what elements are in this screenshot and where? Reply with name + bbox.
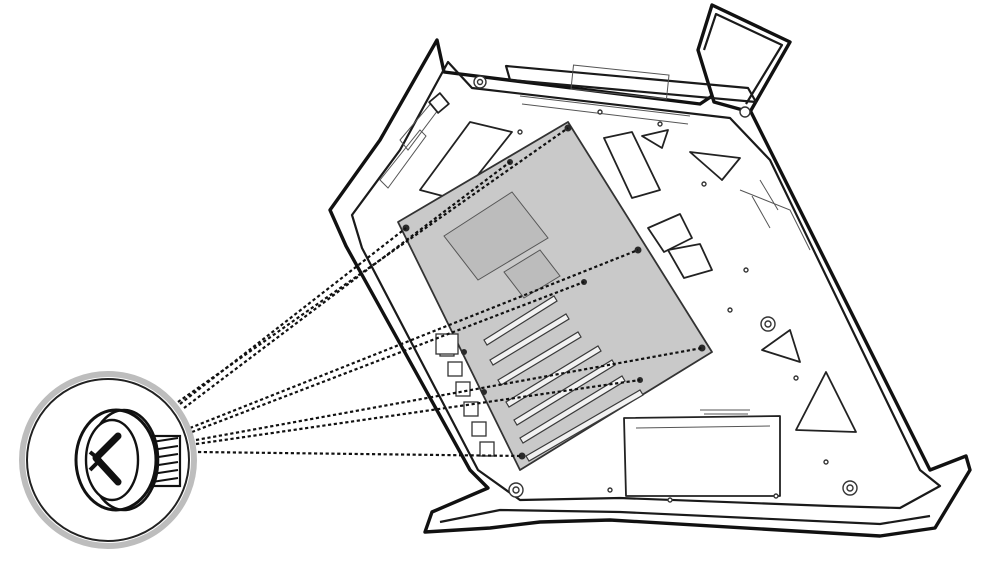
top-fan-bracket: [504, 64, 758, 125]
standoff-screw-icon: [74, 408, 182, 512]
cutout-upper: [603, 131, 661, 199]
cutout-cable-slot: [667, 243, 713, 279]
tray-cutouts: [419, 121, 857, 433]
cutout-cable-box: [647, 213, 693, 253]
handle-inner-line: [702, 12, 784, 105]
chassis-holes: [473, 75, 858, 503]
cpu-socket: [443, 191, 549, 281]
chipset: [503, 249, 561, 299]
left-side-vents: [379, 92, 450, 189]
cutout-lower-right: [795, 371, 857, 433]
leader-lines: [177, 127, 703, 458]
cutout-middle-right: [761, 329, 801, 363]
expansion-slots: [483, 295, 644, 462]
cutout-triangle-2: [689, 151, 741, 181]
chassis-handle: [696, 3, 792, 114]
power-supply-bay: [623, 409, 781, 497]
chassis-inner-edge: [350, 60, 942, 510]
screw-callout: [19, 371, 197, 549]
motherboard: [397, 121, 713, 471]
motherboard-pcb: [397, 121, 713, 471]
cutout-triangle-1: [641, 129, 669, 149]
chassis-foot-rail: [439, 508, 931, 526]
